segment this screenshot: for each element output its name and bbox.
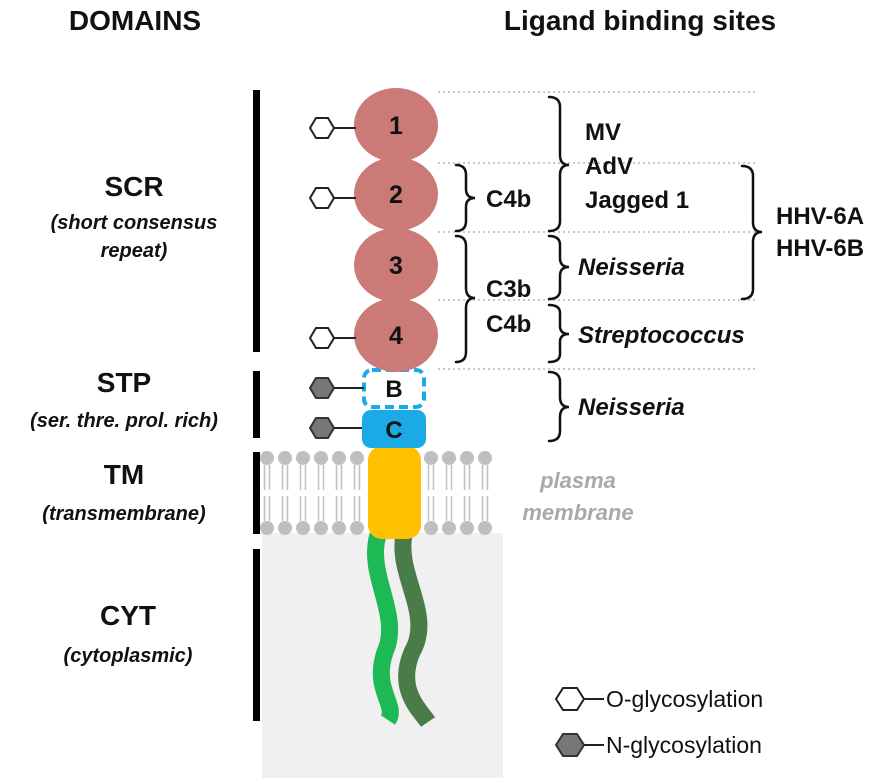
scr-module-4-label: 4 [389,322,403,350]
ligand-sites-header: Ligand binding sites [504,5,776,36]
scr-modules [354,88,438,372]
lipid-head [278,451,292,465]
lipid-head [314,451,328,465]
stp-subtitle: (ser. thre. prol. rich) [30,410,218,432]
lipid-head [332,451,346,465]
lipid-head [260,521,274,535]
membrane-label-2: membrane [522,500,633,525]
scr-module-2 [354,157,438,231]
ligand-hhv6a: HHV-6A [776,203,864,230]
cytoplasmic-tail-dark [394,533,436,727]
lipid-head [350,451,364,465]
cyt-title: CYT [100,600,156,631]
legend-n-glycosylation: N-glycosylation [554,732,762,758]
ligand-adv: AdV [585,153,633,180]
ligand-mv: MV [585,119,621,146]
n-glycan-hexagon-icon [308,377,336,399]
n-glycan-b [308,377,364,399]
scr-module-4 [354,298,438,372]
scr-module-1 [354,88,438,162]
scr-subtitle-2: repeat) [101,240,168,262]
n-glycan-hexagon-icon [308,417,336,439]
ligand-neisseria-stp: Neisseria [578,394,685,421]
scr-module-3-label: 3 [389,252,403,280]
o-glycan-hexagon-icon [308,327,336,349]
o-glycan-hexagon-icon [308,187,336,209]
lipid-head [296,451,310,465]
scr-module-1-label: 1 [389,112,403,140]
membrane-label-1: plasma [539,468,616,493]
o-glycan-hexagon-icon [554,687,586,711]
lipid-head [314,521,328,535]
ligand-neisseria-scr: Neisseria [578,254,685,281]
o-glycan-2 [308,187,356,209]
legend: O-glycosylation N-glycosylation [554,686,763,758]
o-glycan-4 [308,327,356,349]
ligand-c4b-lower: C4b [486,311,531,338]
scr-module-2-label: 2 [389,181,403,209]
ligand-jagged: Jagged 1 [585,187,689,214]
scr-module-3 [354,228,438,302]
brace-streptococcus [547,303,570,364]
tm-domain [368,446,421,539]
lipid-bilayer [260,451,492,535]
legend-o-glycosylation: O-glycosylation [554,686,763,712]
ligand-c3b: C3b [486,276,531,303]
braces [454,95,763,443]
scr-title: SCR [104,171,163,202]
o-glycan-1 [308,117,356,139]
cytoplasmic-tail-light [367,532,399,725]
ligand-streptococcus: Streptococcus [578,322,745,349]
stp-module-c [362,410,426,448]
ligand-c4b-upper: C4b [486,186,531,213]
lipid-head [424,521,438,535]
lipid-head [296,521,310,535]
scr-subtitle-1: (short consensus [51,212,218,234]
brace-c3b-c4b [454,234,476,364]
lipid-head [460,521,474,535]
brace-neisseria-scr [547,234,570,301]
n-glycan-c [308,417,362,439]
lipid-head [332,521,346,535]
brace-mv-adv-jagged [547,95,570,233]
stp-module-b-label: B [385,376,402,403]
brace-neisseria-stp [547,370,570,443]
lipid-head [442,521,456,535]
lipid-head [424,451,438,465]
o-glycan-hexagon-icon [308,117,336,139]
lipid-head [260,451,274,465]
brace-hhv6 [740,164,763,301]
n-glycan-hexagon-icon [554,733,586,757]
domain-bars [253,90,260,721]
tm-title: TM [104,459,144,490]
stp-module-c-label: C [385,417,402,444]
tm-subtitle: (transmembrane) [42,503,206,525]
lipid-head [478,521,492,535]
domains-header: DOMAINS [69,5,201,36]
lipid-head [460,451,474,465]
stp-title: STP [97,367,151,398]
lipid-head [442,451,456,465]
lipid-head [478,451,492,465]
legend-n-label: N-glycosylation [606,732,762,758]
lipid-head [350,521,364,535]
brace-c4b-upper [454,163,476,233]
lipid-head [278,521,292,535]
legend-o-label: O-glycosylation [606,686,763,712]
cyt-subtitle: (cytoplasmic) [64,645,193,667]
ligand-hhv6b: HHV-6B [776,235,864,262]
